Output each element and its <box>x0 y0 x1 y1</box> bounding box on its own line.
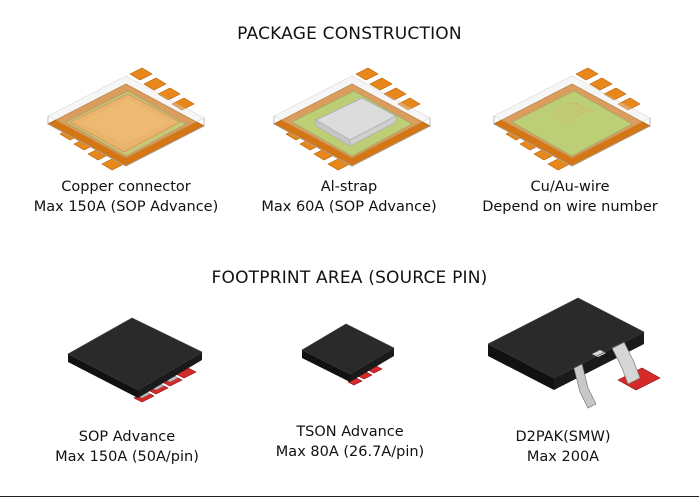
sop-advance-package-icon <box>67 317 203 403</box>
caption-title: Copper connector <box>61 179 191 195</box>
caption-al-strap: Al-strap Max 60A (SOP Advance) <box>234 177 464 217</box>
tson-advance-package-icon <box>301 323 395 386</box>
caption-copper-connector: Copper connector Max 150A (SOP Advance) <box>11 177 241 217</box>
caption-tson-advance: TSON Advance Max 80A (26.7A/pin) <box>235 422 465 462</box>
caption-detail: Max 200A <box>526 449 600 465</box>
section-title-package-construction: PACKAGE CONSTRUCTION <box>237 24 462 44</box>
al-strap-package-icon <box>273 67 431 171</box>
caption-title: SOP Advance <box>78 429 176 445</box>
caption-sop-advance: SOP Advance Max 150A (50A/pin) <box>12 427 242 467</box>
caption-d2pak: D2PAK(SMW) Max 200A <box>448 427 678 467</box>
caption-cu-au-wire: Cu/Au-wire Depend on wire number <box>455 177 685 217</box>
copper-connector-package-icon <box>47 67 205 171</box>
caption-detail: Max 150A (50A/pin) <box>55 449 199 465</box>
wire-bond-package-icon <box>493 67 651 171</box>
caption-title: Cu/Au-wire <box>530 179 610 195</box>
d2pak-package-icon <box>487 297 661 409</box>
caption-detail: Max 80A (26.7A/pin) <box>275 444 425 460</box>
section-title-footprint-area: FOOTPRINT AREA (SOURCE PIN) <box>211 268 488 288</box>
bottom-divider <box>0 496 699 497</box>
caption-detail: Max 150A (SOP Advance) <box>33 199 219 215</box>
caption-title: Al-strap <box>320 179 378 195</box>
caption-title: D2PAK(SMW) <box>515 429 611 445</box>
caption-detail: Max 60A (SOP Advance) <box>261 199 437 215</box>
caption-title: TSON Advance <box>296 424 404 440</box>
caption-detail: Depend on wire number <box>482 199 658 215</box>
